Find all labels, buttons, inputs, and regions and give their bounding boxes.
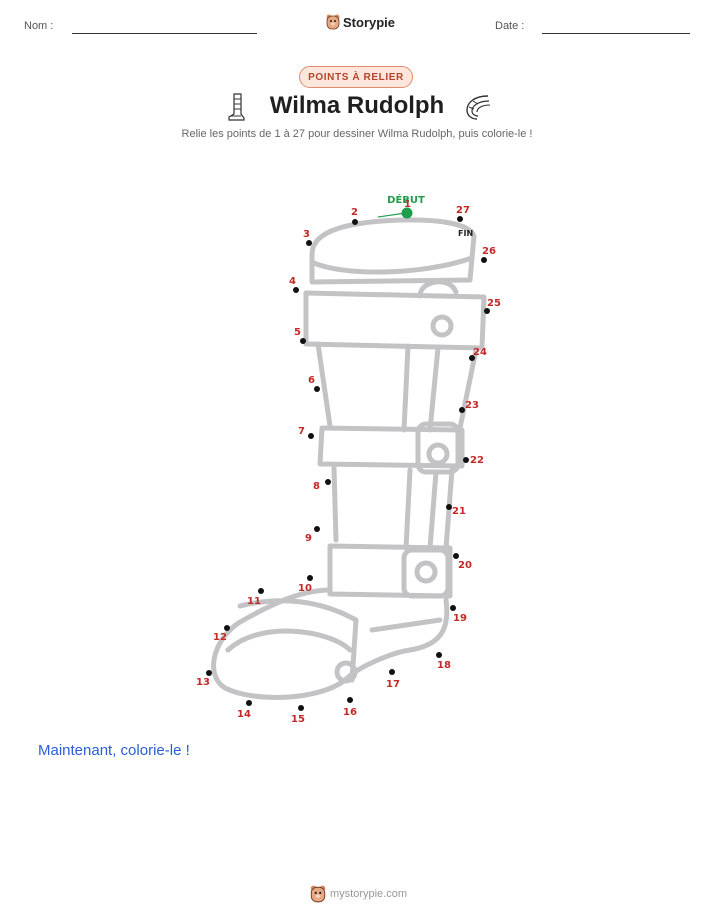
name-line[interactable] (72, 33, 257, 34)
bear-icon (310, 885, 326, 903)
dot-19[interactable] (450, 605, 456, 611)
dot-4[interactable] (293, 287, 299, 293)
dot-number: 12 (213, 632, 227, 643)
name-label: Nom : (24, 20, 54, 32)
dot-number: 25 (487, 298, 501, 309)
dot-10[interactable] (307, 575, 313, 581)
dot-number: 10 (298, 583, 312, 594)
dot-2[interactable] (352, 219, 358, 225)
start-dot[interactable] (401, 207, 413, 219)
bear-icon (326, 14, 340, 30)
page-title: Wilma Rudolph (269, 92, 445, 119)
dot-number: 11 (247, 596, 261, 607)
dot-number: 4 (289, 276, 296, 287)
dot-7[interactable] (308, 433, 314, 439)
dot-9[interactable] (314, 526, 320, 532)
dot-21[interactable] (446, 504, 452, 510)
dot-number: 17 (386, 679, 400, 690)
dot-number: 15 (291, 714, 305, 725)
dot-numbers: 1 2 3 4 5 6 7 8 9 10 11 12 13 14 15 16 1… (196, 199, 501, 725)
dot-number: 6 (308, 375, 315, 386)
dot-8[interactable] (325, 479, 331, 485)
dot-number: 14 (237, 709, 251, 720)
end-label: FIN (458, 229, 473, 238)
dot-number: 2 (351, 207, 358, 218)
dot-27[interactable] (457, 216, 463, 222)
boot-outline (211, 217, 487, 700)
dot-number: 26 (482, 246, 496, 257)
dots (206, 216, 490, 711)
dot-number: 22 (470, 455, 484, 466)
dot-number: 5 (294, 327, 301, 338)
dot-number: 9 (305, 533, 312, 544)
dot-number: 16 (343, 707, 357, 718)
brand-logo: Storypie (326, 14, 395, 30)
curved-track-icon (466, 95, 491, 120)
activity-badge: POINTS À RELIER (299, 66, 413, 88)
dot-number: 7 (298, 426, 305, 437)
footer-site[interactable]: mystorypie.com (330, 888, 408, 900)
dot-11[interactable] (258, 588, 264, 594)
dot-25[interactable] (484, 308, 490, 314)
dot-3[interactable] (306, 240, 312, 246)
dot-number: 18 (437, 660, 451, 671)
dot-number: 24 (473, 347, 487, 358)
dot-22[interactable] (463, 457, 469, 463)
dot-18[interactable] (436, 652, 442, 658)
date-line[interactable] (542, 33, 690, 34)
dot-number: 27 (456, 205, 470, 216)
dot-number: 19 (453, 613, 467, 624)
dot-23[interactable] (459, 407, 465, 413)
brand-name: Storypie (343, 14, 396, 30)
dot-24[interactable] (469, 355, 475, 361)
start-arrow (377, 212, 407, 218)
dot-17[interactable] (389, 669, 395, 675)
footer: mystorypie.com (310, 885, 407, 903)
dot-20[interactable] (453, 553, 459, 559)
dot-number: 21 (452, 506, 466, 517)
color-it-prompt: Maintenant, colorie-le ! (38, 742, 190, 759)
start-label: DÉBUT (387, 193, 425, 206)
dot-15[interactable] (298, 705, 304, 711)
dot-16[interactable] (347, 697, 353, 703)
instructions: Relie les points de 1 à 27 pour dessiner… (181, 128, 533, 140)
boot-icon (228, 93, 245, 121)
dot-number: 20 (458, 560, 472, 571)
dot-number: 23 (465, 400, 479, 411)
dot-6[interactable] (314, 386, 320, 392)
dot-12[interactable] (224, 625, 230, 631)
dot-number: 3 (303, 229, 310, 240)
dot-number: 1 (404, 199, 411, 210)
dot-number: 8 (313, 481, 320, 492)
dot-5[interactable] (300, 338, 306, 344)
dot-14[interactable] (246, 700, 252, 706)
dot-number: 13 (196, 677, 210, 688)
dot-26[interactable] (481, 257, 487, 263)
dot-13[interactable] (206, 670, 212, 676)
date-label: Date : (495, 20, 525, 32)
